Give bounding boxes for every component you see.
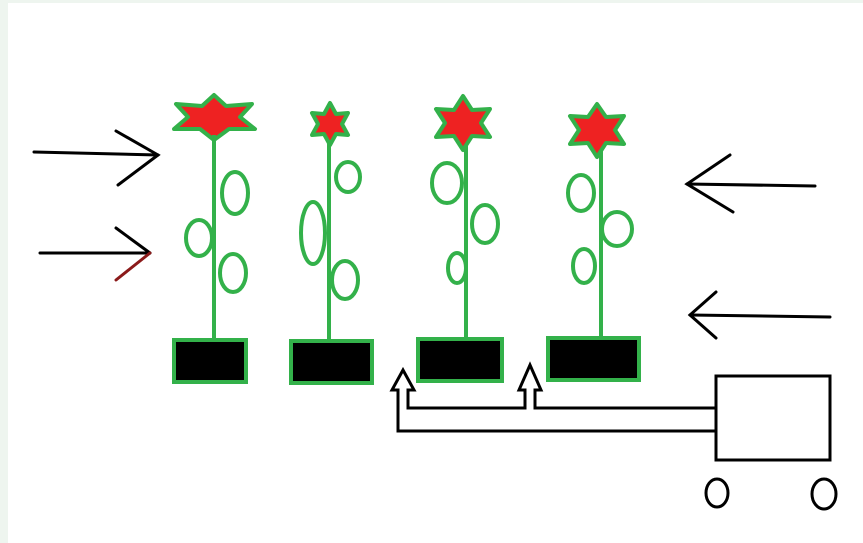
flower-3 bbox=[434, 94, 492, 152]
pot-1 bbox=[172, 338, 248, 384]
leaf-1b bbox=[184, 218, 214, 258]
arrow-left-1 bbox=[684, 153, 817, 214]
leaf-4c bbox=[571, 247, 597, 285]
pot-3 bbox=[416, 337, 504, 383]
machine-pipe bbox=[389, 361, 716, 433]
leaf-1a bbox=[220, 170, 250, 216]
leaf-3c bbox=[446, 251, 468, 285]
pot-4 bbox=[546, 336, 641, 382]
arrow-right-1 bbox=[32, 129, 161, 187]
plant-1 bbox=[172, 93, 257, 384]
leaf-3a bbox=[430, 161, 464, 205]
leaf-2c bbox=[330, 259, 360, 301]
leaf-2b bbox=[299, 200, 327, 266]
flower-4 bbox=[568, 102, 626, 159]
frame-edge-left bbox=[0, 0, 8, 543]
leaf-4b bbox=[600, 210, 634, 248]
leaf-4a bbox=[566, 173, 596, 213]
arrow-right-2 bbox=[38, 226, 152, 282]
machine-wheel-right bbox=[810, 477, 838, 511]
arrow-left-2 bbox=[687, 290, 832, 340]
flower-2 bbox=[310, 101, 350, 147]
machine-body bbox=[714, 374, 832, 462]
plant-4 bbox=[546, 102, 641, 382]
frame-edge-top bbox=[0, 0, 863, 3]
machine bbox=[389, 361, 838, 511]
plant-3 bbox=[416, 94, 504, 383]
flower-1 bbox=[172, 93, 257, 142]
right-arrows bbox=[684, 153, 832, 340]
pot-2 bbox=[289, 339, 374, 385]
leaf-1c bbox=[218, 252, 248, 294]
leaf-2a bbox=[334, 160, 362, 194]
machine-wheel-left bbox=[704, 477, 730, 509]
plant-2 bbox=[289, 101, 374, 385]
leaf-3b bbox=[470, 203, 500, 245]
left-arrows bbox=[32, 129, 161, 282]
